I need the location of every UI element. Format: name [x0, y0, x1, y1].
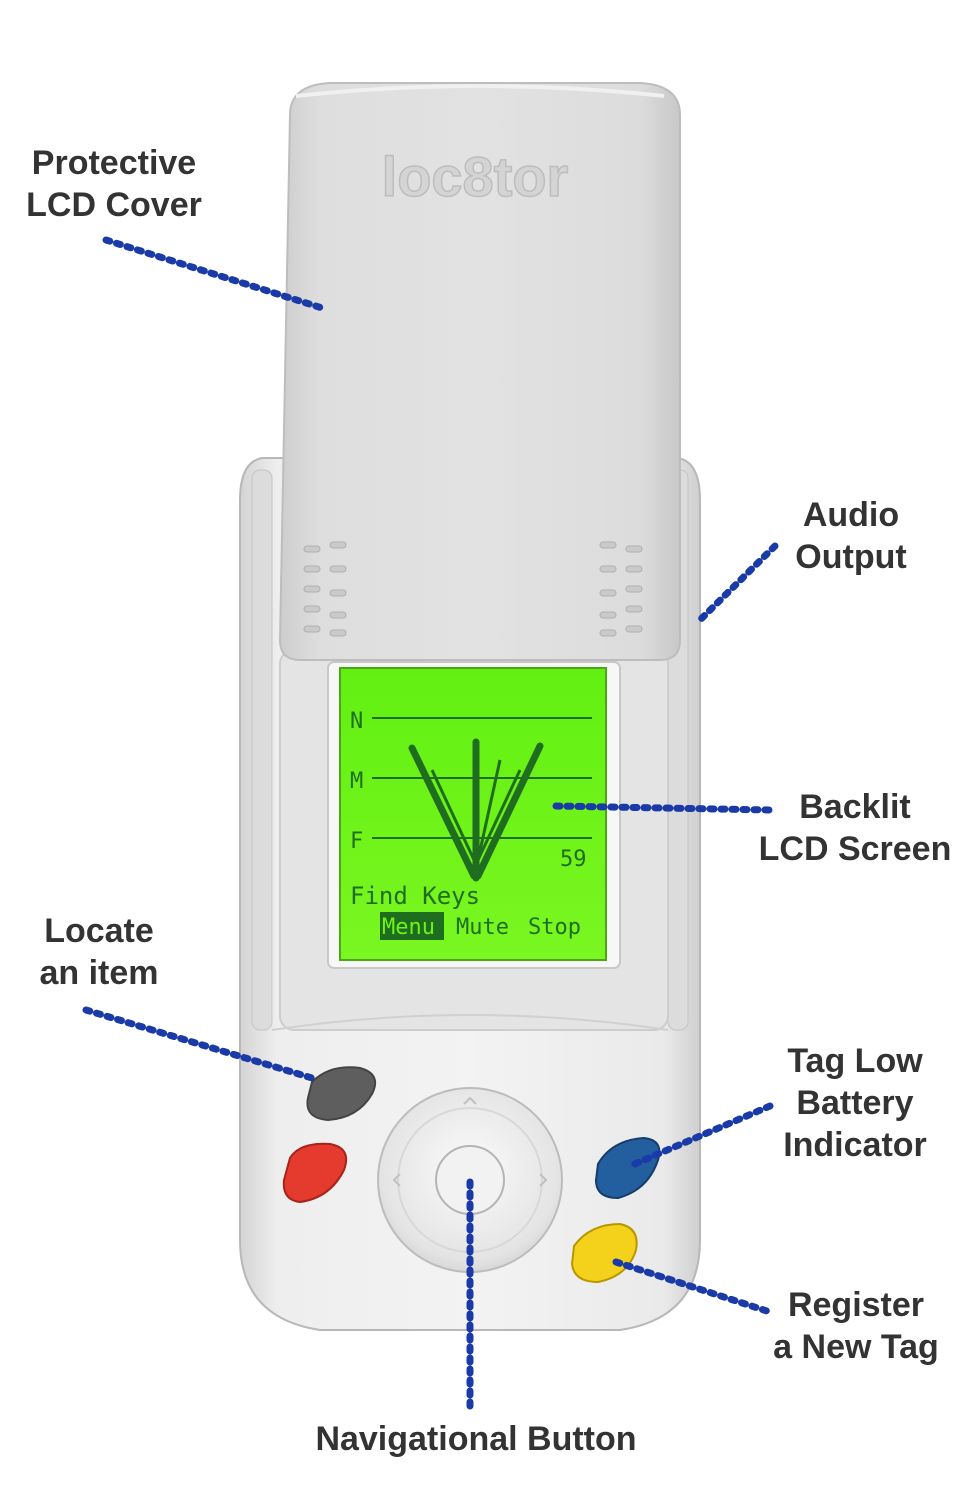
lcd-signal-value: 59 [560, 847, 587, 872]
label-register-a-new-tag: Register a New Tag [773, 1286, 939, 1366]
lcd-menu-highlight [380, 912, 444, 940]
nav-arrow-right-icon [539, 1173, 548, 1187]
nav-arrow-up-icon [463, 1096, 477, 1105]
callout-line-register [612, 1258, 774, 1316]
label-backlit-lcd-screen: Backlit LCD Screen [758, 788, 952, 868]
tag-low-battery-button [594, 1136, 661, 1200]
lcd-fan-inner-left [430, 769, 476, 861]
callout-line-audio [696, 542, 779, 624]
label-locate-an-item: Locate an item [39, 912, 159, 992]
cover-brand-logo: loc8tor [382, 145, 569, 208]
callout-line-cover [102, 236, 326, 312]
nav-arrow-left-icon [392, 1173, 401, 1187]
lcd-range-f: F [350, 829, 363, 854]
lcd-fan-right [474, 742, 544, 880]
protective-lcd-cover [278, 82, 681, 661]
locate-button [306, 1066, 376, 1122]
lcd-softkey-menu: Menu [382, 915, 435, 940]
callout-line-lcd [552, 802, 774, 814]
lcd-fan-inner-right [476, 769, 522, 861]
callout-line-battery [626, 1102, 774, 1170]
red-button [282, 1142, 348, 1204]
callout-line-locate [82, 1006, 316, 1082]
lcd-range-n: N [350, 709, 363, 734]
lcd-range-m: M [350, 769, 363, 794]
lcd-softkey-stop: Stop [528, 915, 581, 940]
label-audio-output: Audio Output [795, 496, 907, 576]
label-navigational-button: Navigational Button [315, 1420, 637, 1458]
left-rail [251, 469, 273, 1031]
label-protective-lcd-cover: Protective LCD Cover [26, 144, 202, 224]
label-tag-low-battery-indicator: Tag Low Battery Indicator [783, 1042, 927, 1164]
lcd-fan-inner-mid [476, 759, 502, 861]
lcd-fan-left [408, 744, 478, 880]
speaker-grille-right [599, 541, 643, 637]
lcd-item-name: Find Keys [350, 882, 480, 910]
register-tag-button [570, 1222, 638, 1284]
speaker-grille-left [303, 541, 347, 637]
lcd-softkey-mute: Mute [456, 915, 509, 940]
